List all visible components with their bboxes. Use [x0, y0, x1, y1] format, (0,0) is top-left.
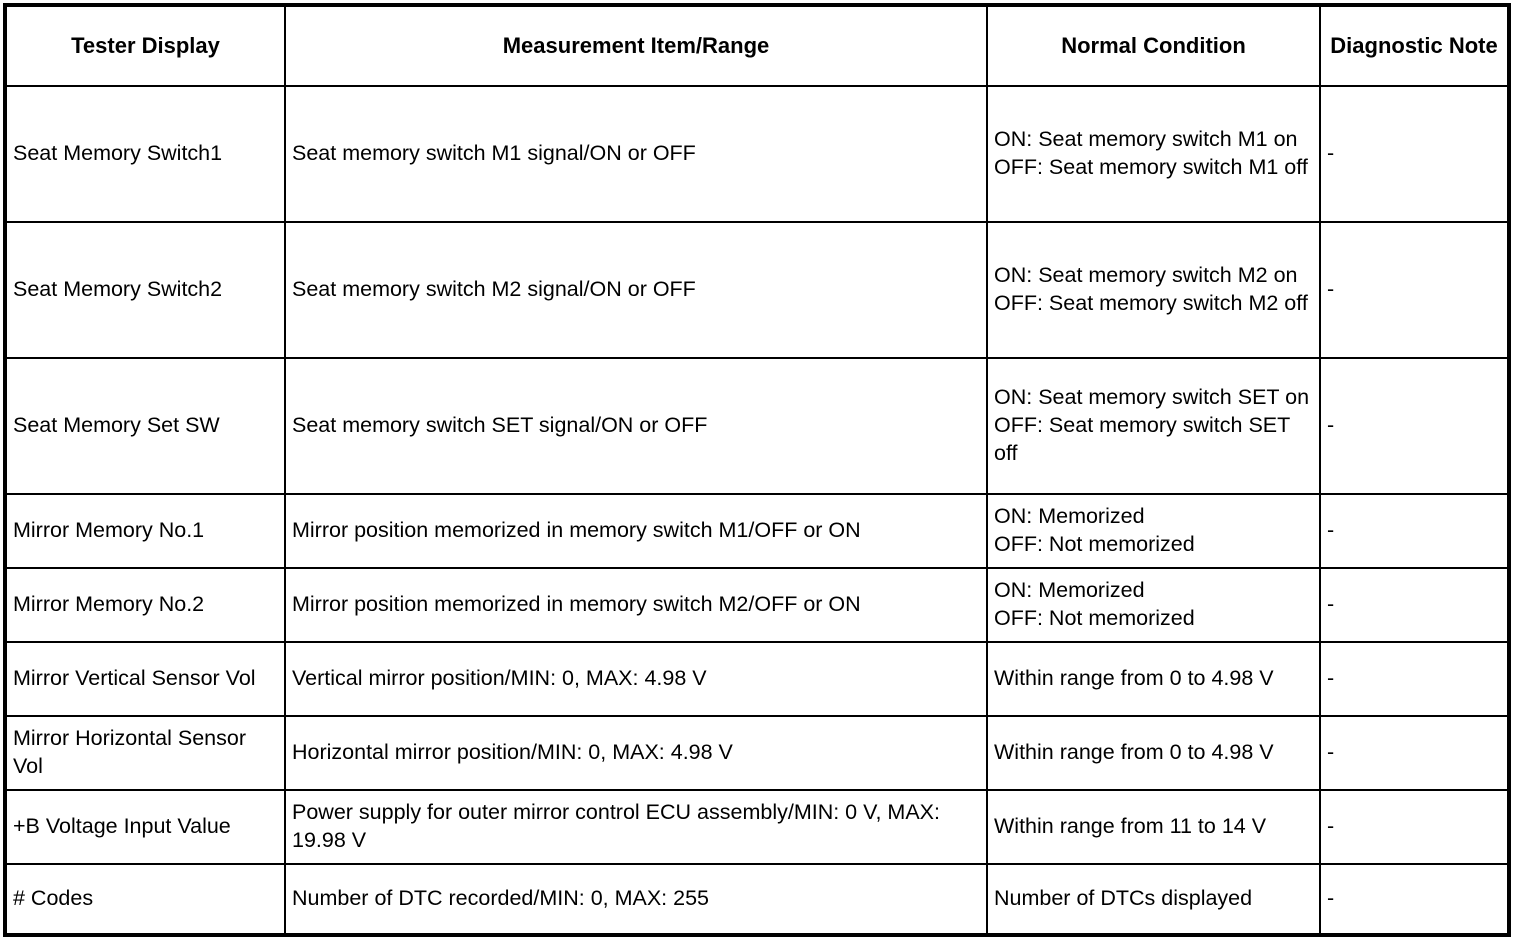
cell-measurement-item-range: Power supply for outer mirror control EC… — [284, 789, 988, 865]
cell-measurement-item-range: Mirror position memorized in memory swit… — [284, 567, 988, 643]
table-row: Mirror Memory No.2 Mirror position memor… — [4, 567, 1510, 643]
cell-normal-condition: Within range from 0 to 4.98 V — [986, 641, 1321, 717]
cell-diagnostic-note: - — [1319, 715, 1510, 791]
cell-normal-condition: ON: Seat memory switch M1 on OFF: Seat m… — [986, 85, 1321, 223]
cell-diagnostic-note: - — [1319, 357, 1510, 495]
cell-tester-display: Mirror Memory No.2 — [4, 567, 286, 643]
table-header-row: Tester Display Measurement Item/Range No… — [4, 4, 1510, 87]
cell-tester-display: Mirror Memory No.1 — [4, 493, 286, 569]
cell-normal-condition: ON: Seat memory switch SET on OFF: Seat … — [986, 357, 1321, 495]
table-row: +B Voltage Input Value Power supply for … — [4, 789, 1510, 865]
cell-diagnostic-note: - — [1319, 863, 1510, 936]
column-header-tester-display: Tester Display — [4, 4, 286, 87]
cell-tester-display: Seat Memory Switch2 — [4, 221, 286, 359]
table-header: Tester Display Measurement Item/Range No… — [4, 4, 1510, 87]
cell-diagnostic-note: - — [1319, 85, 1510, 223]
table-row: Seat Memory Set SW Seat memory switch SE… — [4, 357, 1510, 495]
table-row: Seat Memory Switch1 Seat memory switch M… — [4, 85, 1510, 223]
cell-diagnostic-note: - — [1319, 493, 1510, 569]
table-row: Seat Memory Switch2 Seat memory switch M… — [4, 221, 1510, 359]
column-header-measurement-item-range: Measurement Item/Range — [284, 4, 988, 87]
cell-diagnostic-note: - — [1319, 789, 1510, 865]
table-row: Mirror Memory No.1 Mirror position memor… — [4, 493, 1510, 569]
document-sheet: Tester Display Measurement Item/Range No… — [3, 3, 1511, 937]
cell-measurement-item-range: Horizontal mirror position/MIN: 0, MAX: … — [284, 715, 988, 791]
cell-measurement-item-range: Number of DTC recorded/MIN: 0, MAX: 255 — [284, 863, 988, 936]
column-header-normal-condition: Normal Condition — [986, 4, 1321, 87]
cell-tester-display: Seat Memory Set SW — [4, 357, 286, 495]
tester-display-data-table: Tester Display Measurement Item/Range No… — [3, 3, 1511, 937]
cell-normal-condition: ON: Memorized OFF: Not memorized — [986, 567, 1321, 643]
cell-tester-display: # Codes — [4, 863, 286, 936]
cell-measurement-item-range: Seat memory switch M2 signal/ON or OFF — [284, 221, 988, 359]
table-row: Mirror Vertical Sensor Vol Vertical mirr… — [4, 641, 1510, 717]
cell-diagnostic-note: - — [1319, 221, 1510, 359]
table-row: # Codes Number of DTC recorded/MIN: 0, M… — [4, 863, 1510, 936]
table-body: Seat Memory Switch1 Seat memory switch M… — [4, 85, 1510, 936]
column-header-diagnostic-note: Diagnostic Note — [1319, 4, 1510, 87]
cell-diagnostic-note: - — [1319, 567, 1510, 643]
cell-tester-display: +B Voltage Input Value — [4, 789, 286, 865]
cell-normal-condition: Within range from 0 to 4.98 V — [986, 715, 1321, 791]
cell-measurement-item-range: Seat memory switch SET signal/ON or OFF — [284, 357, 988, 495]
cell-measurement-item-range: Seat memory switch M1 signal/ON or OFF — [284, 85, 988, 223]
cell-diagnostic-note: - — [1319, 641, 1510, 717]
cell-tester-display: Seat Memory Switch1 — [4, 85, 286, 223]
cell-measurement-item-range: Mirror position memorized in memory swit… — [284, 493, 988, 569]
cell-normal-condition: Number of DTCs displayed — [986, 863, 1321, 936]
cell-normal-condition: ON: Memorized OFF: Not memorized — [986, 493, 1321, 569]
cell-tester-display: Mirror Vertical Sensor Vol — [4, 641, 286, 717]
cell-tester-display: Mirror Horizontal Sensor Vol — [4, 715, 286, 791]
cell-normal-condition: Within range from 11 to 14 V — [986, 789, 1321, 865]
cell-normal-condition: ON: Seat memory switch M2 on OFF: Seat m… — [986, 221, 1321, 359]
table-row: Mirror Horizontal Sensor Vol Horizontal … — [4, 715, 1510, 791]
cell-measurement-item-range: Vertical mirror position/MIN: 0, MAX: 4.… — [284, 641, 988, 717]
